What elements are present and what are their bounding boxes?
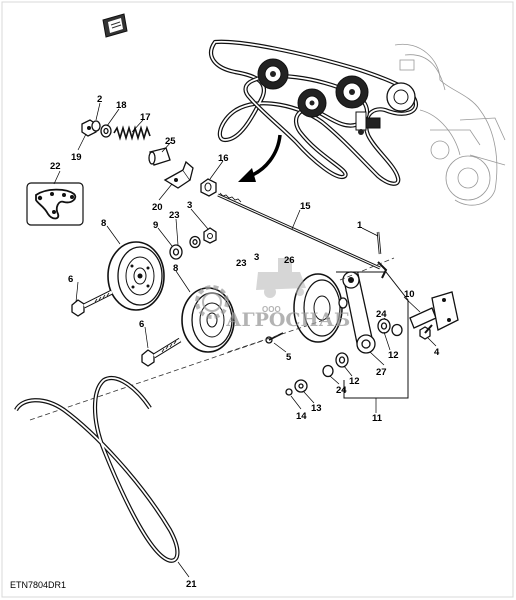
callout-12-lower: 12 xyxy=(349,376,360,387)
assembly-outline-11 xyxy=(336,271,409,399)
nut-16-icon xyxy=(200,178,217,197)
spacer-group-upper xyxy=(169,227,217,260)
callout-11: 11 xyxy=(372,413,383,424)
callout-22: 22 xyxy=(50,161,61,172)
upper-tensioner xyxy=(355,111,381,135)
callout-3-lower: 3 xyxy=(254,252,259,263)
callout-16: 16 xyxy=(218,153,229,164)
callout-6-lower: 6 xyxy=(139,319,144,330)
bolt-4-icon xyxy=(419,324,433,340)
upper-pulley-left xyxy=(257,58,289,90)
callout-25: 25 xyxy=(165,136,176,147)
callout-24-right: 24 xyxy=(376,309,387,320)
callout-12-right: 12 xyxy=(388,350,399,361)
leader-lines xyxy=(53,102,437,578)
diagram-code: ETN7804DR1 xyxy=(10,580,66,590)
upper-pulley-far-right xyxy=(386,82,416,112)
bolt-6-upper xyxy=(71,289,114,317)
spring-17-icon xyxy=(113,125,151,141)
callout-5: 5 xyxy=(286,352,292,363)
manual-book-icon xyxy=(102,13,128,38)
tensioner-arm-27 xyxy=(338,271,376,354)
stud-1-icon xyxy=(376,231,382,255)
callout-17: 17 xyxy=(140,112,151,123)
callout-23-lower: 23 xyxy=(236,258,247,269)
watermark-gear-icon xyxy=(195,285,229,319)
watermark-brand: АГРОСНАБ xyxy=(226,309,350,331)
callout-9: 9 xyxy=(153,220,158,231)
callout-1: 1 xyxy=(357,220,363,231)
rod-15 xyxy=(217,192,388,279)
machine-frame-ghost xyxy=(394,43,506,206)
v-belt-21 xyxy=(14,376,180,563)
pulley-26 xyxy=(293,273,343,343)
assembled-belt-view xyxy=(209,39,506,206)
washer-18-icon xyxy=(100,124,112,138)
callout-23-upper: 23 xyxy=(169,210,180,221)
pulley-8-center xyxy=(181,287,235,353)
bolt-6-lower xyxy=(141,337,182,367)
callout-3-upper: 3 xyxy=(187,200,192,211)
callout-20: 20 xyxy=(152,202,163,213)
callout-6-upper: 6 xyxy=(68,274,73,285)
callout-8-left: 8 xyxy=(101,218,106,229)
axis-lines xyxy=(29,257,395,421)
callout-19: 19 xyxy=(71,152,82,163)
callout-24-lower: 24 xyxy=(336,385,347,396)
belt-routing-icon xyxy=(26,182,84,226)
upper-pulley-right xyxy=(335,75,369,109)
callout-4: 4 xyxy=(434,347,440,358)
upper-pulley-middle xyxy=(297,88,327,118)
bracket-20-icon xyxy=(163,160,194,189)
callout-15: 15 xyxy=(300,201,311,212)
callout-26: 26 xyxy=(284,255,295,266)
watermark-prefix: ООО xyxy=(262,305,281,314)
callout-13: 13 xyxy=(311,403,322,414)
mount-10 xyxy=(409,291,459,331)
callout-14: 14 xyxy=(296,411,307,422)
washer-2-icon xyxy=(91,120,101,132)
pulley-8-left xyxy=(107,241,165,311)
washer-bolt-13-14 xyxy=(285,379,308,396)
watermark: ООО АГРОСНАБ xyxy=(195,258,350,331)
callout-2: 2 xyxy=(97,94,102,105)
small-bolt-5-icon xyxy=(265,332,284,344)
callout-8-center: 8 xyxy=(173,263,178,274)
watermark-tractor-icon xyxy=(256,258,306,298)
sleeve-25-icon xyxy=(148,147,171,166)
callout-labels: 2 18 17 19 25 22 16 20 23 3 15 8 9 1 23 … xyxy=(50,94,440,590)
spring-assembly xyxy=(81,119,217,197)
callout-21: 21 xyxy=(186,579,197,590)
callout-18: 18 xyxy=(116,100,127,111)
callout-27: 27 xyxy=(376,367,387,378)
direction-arrow xyxy=(238,134,282,182)
bearing-group xyxy=(322,318,403,378)
callout-10: 10 xyxy=(404,289,415,300)
